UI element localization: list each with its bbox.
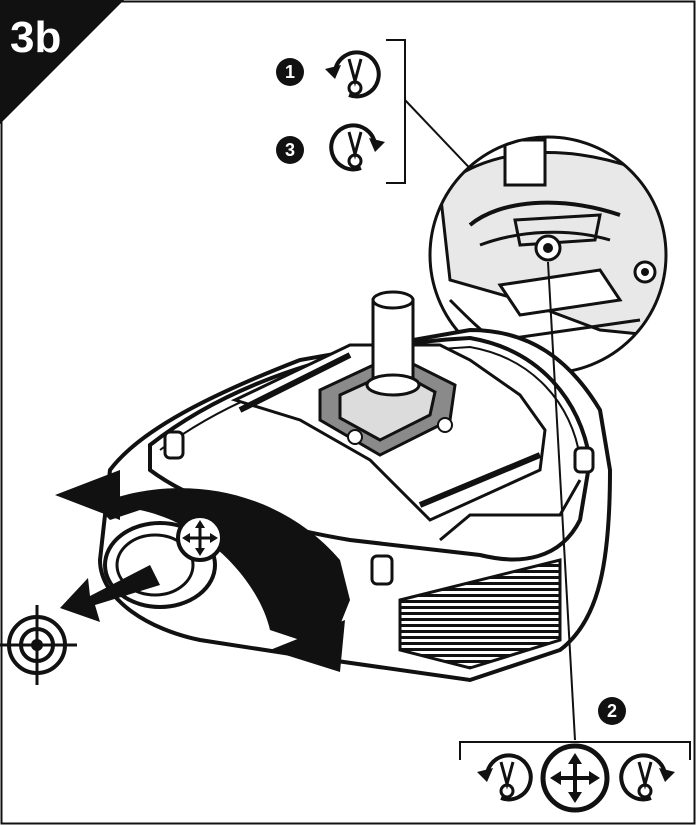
- callout-2-label: 2: [607, 701, 617, 721]
- rotate-ccw-screw-icon: [477, 753, 533, 802]
- four-way-move-icon: [176, 514, 224, 562]
- ceiling-mount: [230, 290, 547, 522]
- rotation-arrow: [55, 470, 350, 672]
- zoom-detail: [428, 135, 668, 375]
- callout-badge-2: [598, 697, 626, 725]
- rotate-cw-screw-icon: [329, 123, 385, 172]
- callout-badge-1: [276, 58, 304, 86]
- projection-direction-arrow: [60, 565, 160, 622]
- rotate-ccw-screw-icon: [325, 50, 381, 99]
- callout-3-label: 3: [285, 140, 295, 160]
- bottom-step-bracket: 2: [459, 697, 691, 813]
- leader-line-step-2: [547, 261, 576, 741]
- callout-1-label: 1: [285, 62, 295, 82]
- step-label: 3b: [10, 13, 61, 62]
- callout-badge-3: [276, 136, 304, 164]
- rotate-cw-screw-icon: [619, 753, 675, 802]
- step-tab: 3b: [0, 0, 124, 124]
- crosshair-target-icon: [0, 605, 77, 685]
- four-way-move-icon: [540, 743, 610, 813]
